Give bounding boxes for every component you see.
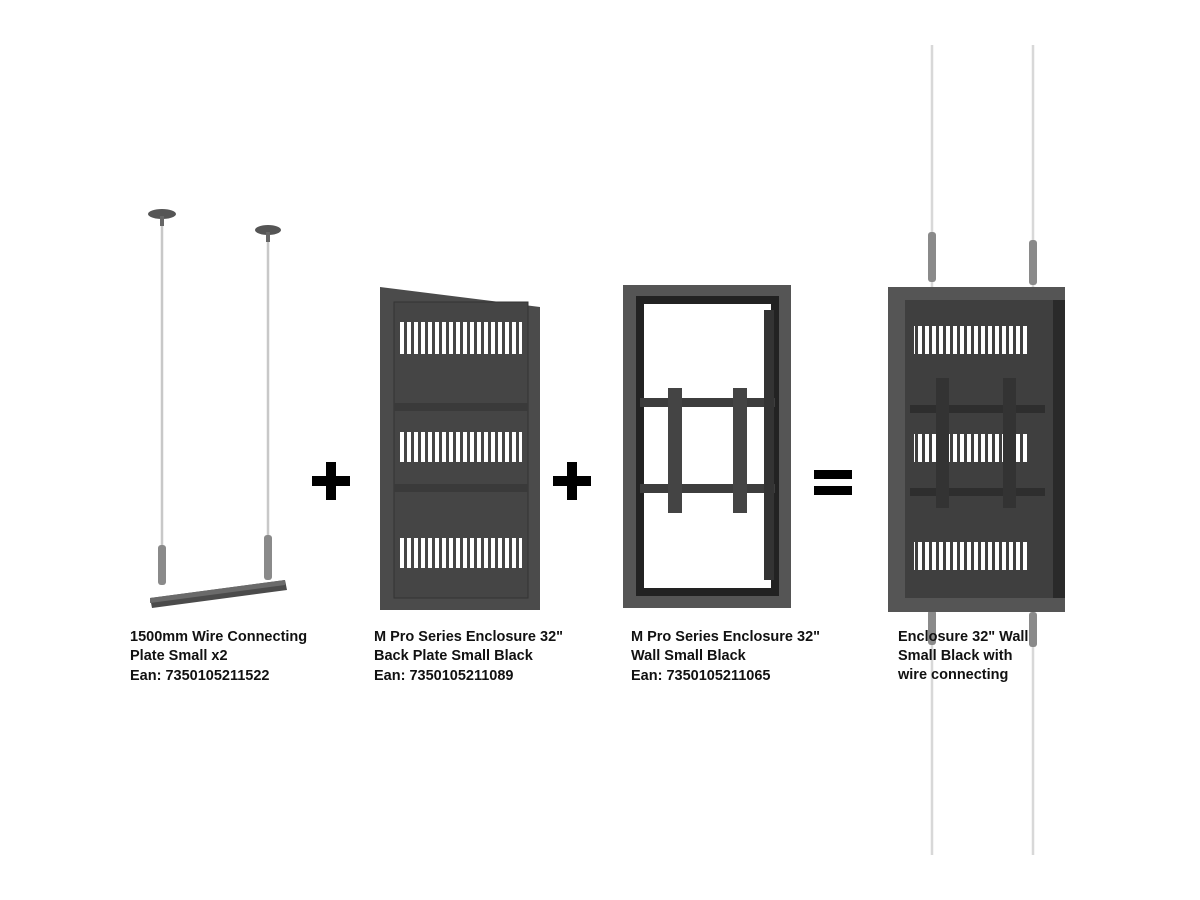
product-title-line: 1500mm Wire Connecting: [130, 629, 308, 645]
plus-sign-2: [553, 462, 591, 500]
product-title-line: Small Black with: [898, 648, 1013, 664]
product-caption-assembled: Enclosure 32" Wall Small Black with wire…: [898, 628, 1028, 685]
wall-frame-illustration: [623, 285, 791, 608]
wire-connecting-plate-kit: [148, 209, 287, 608]
plus-sign-1: [312, 462, 350, 500]
product-ean: Ean: 7350105211089: [374, 668, 514, 684]
product-title-line: wire connecting: [898, 667, 1009, 683]
product-title-line: Plate Small x2: [130, 648, 228, 664]
assembled-enclosure-illustration: [888, 45, 1065, 855]
product-ean: Ean: 7350105211065: [631, 668, 771, 684]
equals-sign: [814, 470, 852, 495]
product-ean: Ean: 7350105211522: [130, 668, 270, 684]
product-title-line: M Pro Series Enclosure 32": [631, 629, 821, 645]
product-title-line: Enclosure 32" Wall: [898, 629, 1029, 645]
back-plate-illustration: [380, 287, 540, 610]
product-caption-back-plate: M Pro Series Enclosure 32" Back Plate Sm…: [374, 628, 563, 686]
product-title-line: Back Plate Small Black: [374, 648, 533, 664]
product-caption-wall: M Pro Series Enclosure 32" Wall Small Bl…: [631, 628, 820, 686]
product-title-line: M Pro Series Enclosure 32": [374, 629, 564, 645]
product-caption-wire-kit: 1500mm Wire Connecting Plate Small x2 Ea…: [130, 628, 307, 686]
product-title-line: Wall Small Black: [631, 648, 746, 664]
